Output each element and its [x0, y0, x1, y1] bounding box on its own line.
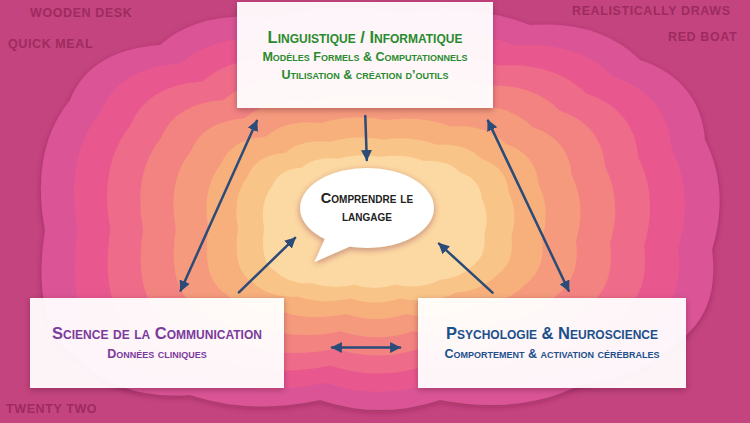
- watermark-text: REALISTICALLY DRAWS: [572, 4, 731, 18]
- discipline-box: Linguistique / InformatiqueModèles Forme…: [237, 2, 493, 108]
- connector-arrow: [488, 121, 569, 291]
- box-heading: Science de la Communication: [52, 322, 262, 346]
- watermark-text: TWENTY TWO: [6, 402, 97, 416]
- discipline-box: Psychologie & NeuroscienceComportement &…: [418, 298, 686, 388]
- speech-bubble: Comprendre le langage: [298, 166, 436, 262]
- watermark-text: QUICK MEAL: [8, 37, 93, 51]
- brain-layer: [263, 155, 487, 288]
- brain-layer: [236, 137, 514, 302]
- connector-arrow: [239, 238, 295, 293]
- box-subtitle: Modèles Formels & Computationnels: [262, 49, 467, 67]
- connector-arrow: [181, 121, 257, 291]
- box-subtitle: Utilisation & création d’outils: [281, 67, 448, 85]
- connector-arrow: [332, 346, 400, 349]
- box-heading: Linguistique / Informatique: [268, 26, 463, 50]
- box-heading: Psychologie & Neuroscience: [446, 322, 658, 346]
- box-subtitle: Comportement & activation cérébrales: [444, 346, 659, 364]
- watermark-text: RED BOAT: [668, 30, 737, 44]
- connector-arrow: [439, 244, 493, 293]
- bubble-body: [300, 168, 434, 248]
- connector-arrow: [365, 116, 367, 160]
- brain-layer: [206, 118, 545, 319]
- bubble-text: Comprendre le langage: [315, 189, 419, 225]
- box-subtitle: Données cliniques: [107, 346, 207, 364]
- discipline-box: Science de la CommunicationDonnées clini…: [30, 298, 284, 388]
- watermark-text: WOODEN DESK: [30, 6, 132, 20]
